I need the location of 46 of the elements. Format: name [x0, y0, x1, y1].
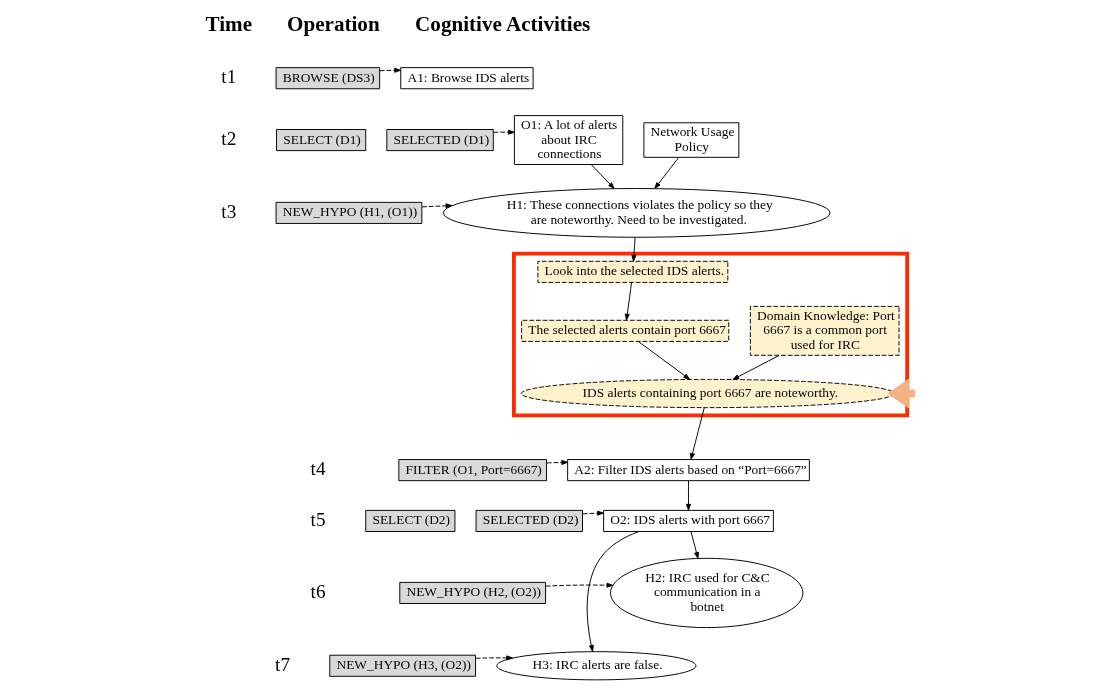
node-box: BROWSE (DS3): [275, 67, 381, 90]
arrow: [654, 157, 680, 189]
node-box: O2: IDS alerts with port 6667: [603, 509, 774, 532]
node-ellipse: IDS alerts containing port 6667 are noteworthy.: [520, 378, 895, 409]
node-box: O1: A lot of alerts about IRC connections: [513, 115, 624, 165]
node-box: NEW_HYPO (H1, (O1)): [275, 201, 423, 224]
node-box: SELECT (D1): [276, 129, 367, 152]
node-box: A1: Browse IDS alerts: [400, 67, 534, 90]
node-box: NEW_HYPO (H3, (O2)): [329, 654, 477, 677]
node-box: Network Usage Policy: [643, 122, 740, 158]
label: t6: [310, 580, 326, 602]
arrow: [586, 531, 640, 652]
arrow: [545, 582, 614, 588]
node-box: Domain Knowledge: Port 6667 is a common port used for IRC: [749, 305, 900, 356]
label: t5: [310, 508, 326, 530]
label: t2: [221, 127, 237, 149]
node-box: Look into the selected IDS alerts.: [537, 260, 729, 283]
node-box: SELECTED (D1): [386, 129, 494, 152]
node-box: SELECTED (D2): [475, 509, 583, 532]
node-ellipse: H2: IRC used for C&C communication in a botnet: [610, 557, 804, 629]
arrow: [690, 531, 699, 559]
node-box: FILTER (O1, Port=6667): [398, 459, 547, 482]
arrow: [631, 236, 637, 262]
arrow: [624, 282, 633, 321]
label: t1: [221, 65, 237, 87]
arrow: [475, 655, 513, 661]
arrow: [686, 480, 691, 511]
arrow: [379, 67, 401, 73]
node-box: NEW_HYPO (H2, (O2)): [399, 581, 547, 604]
node-box: A2: Filter IDS alerts based on “Port=6667”: [567, 459, 810, 482]
arrow: [590, 164, 615, 189]
label: t3: [221, 200, 237, 222]
arrow: [493, 129, 515, 135]
arrow: [421, 203, 453, 209]
label: t7: [275, 653, 291, 675]
label: Time: [205, 11, 253, 36]
arrow: [582, 510, 604, 516]
arrow: [546, 459, 569, 465]
node-box: The selected alerts contain port 6667: [521, 319, 730, 342]
node-box: SELECT (D2): [365, 509, 456, 532]
label: Operation: [287, 11, 380, 36]
node-ellipse: H3: IRC alerts are false.: [496, 651, 697, 681]
arrow: [732, 354, 780, 380]
label: t4: [310, 457, 326, 479]
label: Cognitive Activities: [415, 11, 591, 36]
arrow: [637, 341, 690, 380]
